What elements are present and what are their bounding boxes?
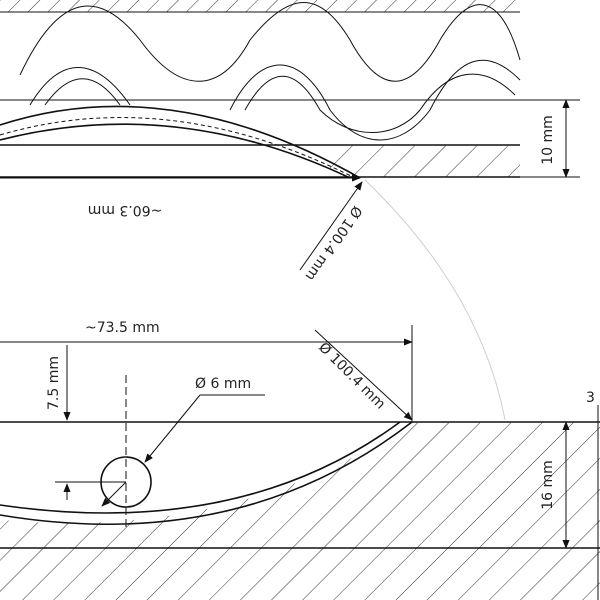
lens-arc-outer (0, 105, 361, 179)
lens-arc-dashed (0, 117, 356, 179)
diameter-leader-bottom (314, 329, 413, 421)
construction-arc (364, 179, 506, 421)
hole-diag-mark (101, 481, 127, 507)
edge-fragment: 3 (586, 390, 595, 406)
wave-lower-outer (29, 59, 521, 141)
lens-arc-outer-bottom (0, 421, 413, 526)
diameter-label-top: Ø 100.4 mm (302, 203, 365, 284)
wave-lower-inner (44, 73, 516, 133)
hole-leader (144, 394, 201, 463)
chord-label-top: ~60.3 mm (88, 202, 163, 218)
plate-hatch (330, 145, 520, 177)
lens-arc-inner-bottom (0, 421, 401, 514)
lens-arc-inner (0, 123, 351, 179)
diameter-label-bottom: Ø 100.4 mm (315, 340, 388, 413)
plate-hatch-right (0, 422, 600, 600)
offset-label: 7.5 mm (46, 356, 62, 410)
top-section: ~60.3 mm Ø 100.4 mm 10 mm (0, 0, 580, 283)
diameter-leader-top (299, 181, 363, 271)
chord-label-bottom: ~73.5 mm (85, 320, 160, 336)
bottom-section: ~73.5 mm Ø 100.4 mm Ø 6 mm 7.5 mm 16 mm … (0, 320, 600, 600)
top-hatch-strip (0, 0, 520, 12)
plate-hatch-bottom (0, 422, 520, 548)
hole-label: Ø 6 mm (195, 376, 251, 392)
thickness-label-top: 10 mm (540, 115, 556, 165)
thickness-label-bottom: 16 mm (540, 460, 556, 510)
wave-upper (19, 2, 521, 82)
